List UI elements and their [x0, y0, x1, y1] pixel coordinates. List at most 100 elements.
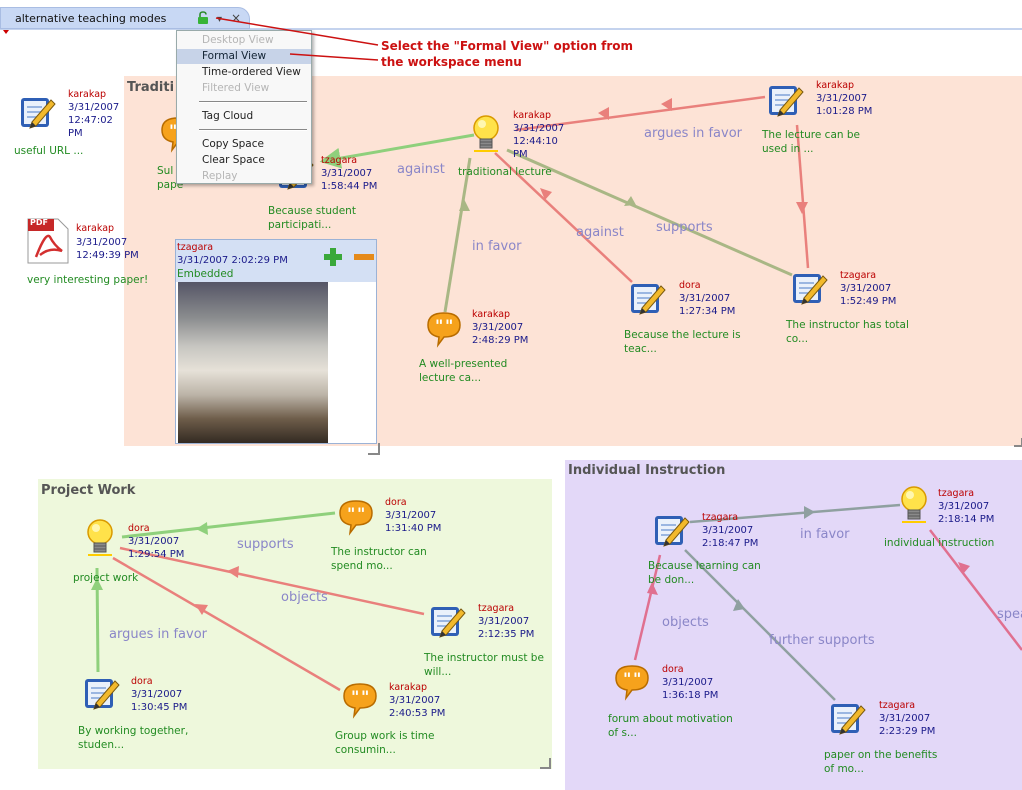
- link-t3-t2: [515, 95, 766, 132]
- node-label[interactable]: The instructor has total: [786, 319, 909, 331]
- relation-label[interactable]: objects: [662, 615, 709, 630]
- node-label[interactable]: very interesting paper!: [27, 274, 149, 286]
- space-title-traditional: Traditi: [127, 80, 175, 95]
- zoom-out-icon[interactable]: [354, 254, 374, 260]
- menu-item-replay: Replay: [202, 170, 238, 182]
- link-i4-i1: [684, 549, 836, 701]
- node-label[interactable]: The instructor can: [331, 546, 427, 558]
- node-label[interactable]: traditional lecture: [458, 166, 552, 178]
- node-time: 2:48:29 PM: [472, 335, 529, 346]
- relation-label[interactable]: objects: [281, 590, 328, 605]
- node-author: dora: [128, 523, 150, 534]
- node-author: karakap: [389, 682, 428, 693]
- node-label[interactable]: will...: [424, 666, 452, 678]
- node-time: PM: [68, 128, 83, 139]
- resize-grip-icon[interactable]: [540, 758, 551, 769]
- resize-grip-icon[interactable]: [368, 443, 380, 455]
- zoom-in-icon[interactable]: [324, 248, 342, 266]
- node-label[interactable]: of s...: [608, 727, 637, 739]
- space-title-project: Project Work: [41, 483, 136, 498]
- node-time: 1:27:34 PM: [679, 306, 736, 317]
- link-t1-t2: [319, 133, 475, 169]
- node-label[interactable]: forum about motivation: [608, 713, 733, 725]
- menu-item-copy-space[interactable]: Copy Space: [202, 138, 264, 150]
- node-time: 1:58:44 PM: [321, 181, 378, 192]
- node-label[interactable]: The lecture can be: [762, 129, 860, 141]
- menu-item-filtered-view: Filtered View: [202, 82, 270, 94]
- node-label[interactable]: project work: [73, 572, 139, 584]
- node-label[interactable]: co...: [786, 333, 809, 345]
- space-project-work[interactable]: [38, 479, 552, 769]
- node-time: 12:44:10: [513, 136, 558, 147]
- embedded-image-panel[interactable]: tzagara 3/31/2007 2:02:29 PM Embedded: [175, 239, 377, 444]
- media-caption: Embedded: [177, 268, 234, 280]
- node-label[interactable]: By working together,: [78, 725, 189, 737]
- node-label[interactable]: Because student: [268, 205, 356, 217]
- link-i3-i1: [633, 554, 662, 661]
- unlock-icon[interactable]: [197, 11, 209, 24]
- workspace-menu-dropdown-icon[interactable]: ▾: [217, 14, 223, 25]
- node-label[interactable]: Sul: [157, 165, 174, 177]
- relation-label[interactable]: in favor: [800, 527, 850, 542]
- close-icon[interactable]: ×: [231, 11, 242, 25]
- tab-baseline: [0, 28, 1022, 30]
- node-label[interactable]: consumin...: [335, 744, 396, 756]
- link-p3-p1: [119, 546, 425, 616]
- media-header: [176, 240, 376, 282]
- node-time: 1:31:40 PM: [385, 523, 442, 534]
- node-label[interactable]: spend mo...: [331, 560, 393, 572]
- media-author: tzagara: [177, 242, 214, 253]
- link-t4-t2: [494, 152, 633, 283]
- node-author: karakap: [76, 223, 115, 234]
- node-label[interactable]: The instructor must be: [424, 652, 544, 664]
- node-label[interactable]: A well-presented: [419, 358, 508, 370]
- node-label[interactable]: Because learning can: [648, 560, 761, 572]
- node-date: 3/31/2007: [68, 102, 120, 113]
- node-label[interactable]: teac...: [624, 343, 657, 355]
- menu-separator: [199, 101, 307, 103]
- relation-label[interactable]: argues in favor: [644, 126, 742, 141]
- workspace-tab[interactable]: alternative teaching modes ▾ ×: [0, 7, 250, 29]
- node-label[interactable]: participati...: [268, 219, 332, 231]
- node-label[interactable]: used in ...: [762, 143, 814, 155]
- node-author: karakap: [472, 309, 511, 320]
- node-label[interactable]: paper on the benefits: [824, 749, 938, 761]
- relation-label[interactable]: spea: [997, 607, 1022, 622]
- menu-item-formal-view[interactable]: Formal View: [177, 49, 311, 64]
- menu-item-tag-cloud[interactable]: Tag Cloud: [202, 110, 254, 122]
- node-label[interactable]: lecture ca...: [419, 372, 482, 384]
- link-i1-i2: [689, 503, 901, 524]
- menu-item-time-ordered-view[interactable]: Time-ordered View: [202, 66, 301, 78]
- link-t5-t2: [506, 148, 793, 277]
- node-label[interactable]: Because the lecture is: [624, 329, 741, 341]
- relation-label[interactable]: in favor: [472, 239, 522, 254]
- space-individual-instruction[interactable]: [565, 460, 1022, 790]
- node-label[interactable]: individual instruction: [884, 537, 995, 549]
- relation-label[interactable]: argues in favor: [109, 627, 207, 642]
- node-label[interactable]: Group work is time: [335, 730, 435, 742]
- node-author: karakap: [513, 110, 552, 121]
- node-author: karakap: [816, 80, 855, 91]
- node-date: 3/31/2007: [472, 322, 524, 333]
- node-date: 3/31/2007: [321, 168, 373, 179]
- node-date: 3/31/2007: [938, 501, 990, 512]
- pdf-icon[interactable]: [26, 217, 70, 265]
- node-date: 3/31/2007: [76, 237, 128, 248]
- node-date: 3/31/2007: [385, 510, 437, 521]
- node-date: 3/31/2007: [879, 713, 931, 724]
- node-label[interactable]: be don...: [648, 574, 695, 586]
- menu-item-clear-space[interactable]: Clear Space: [202, 154, 265, 166]
- relation-label[interactable]: supports: [656, 220, 713, 235]
- node-date: 3/31/2007: [702, 525, 754, 536]
- pdf-badge: PDF: [30, 218, 48, 227]
- relation-label[interactable]: against: [576, 225, 624, 240]
- node-label[interactable]: useful URL ...: [14, 145, 84, 157]
- node-label[interactable]: studen...: [78, 739, 125, 751]
- relation-label[interactable]: supports: [237, 537, 294, 552]
- relation-label[interactable]: against: [397, 162, 445, 177]
- node-label[interactable]: of mo...: [824, 763, 864, 775]
- relation-label[interactable]: further supports: [769, 633, 875, 648]
- workspace-title: alternative teaching modes: [15, 12, 167, 25]
